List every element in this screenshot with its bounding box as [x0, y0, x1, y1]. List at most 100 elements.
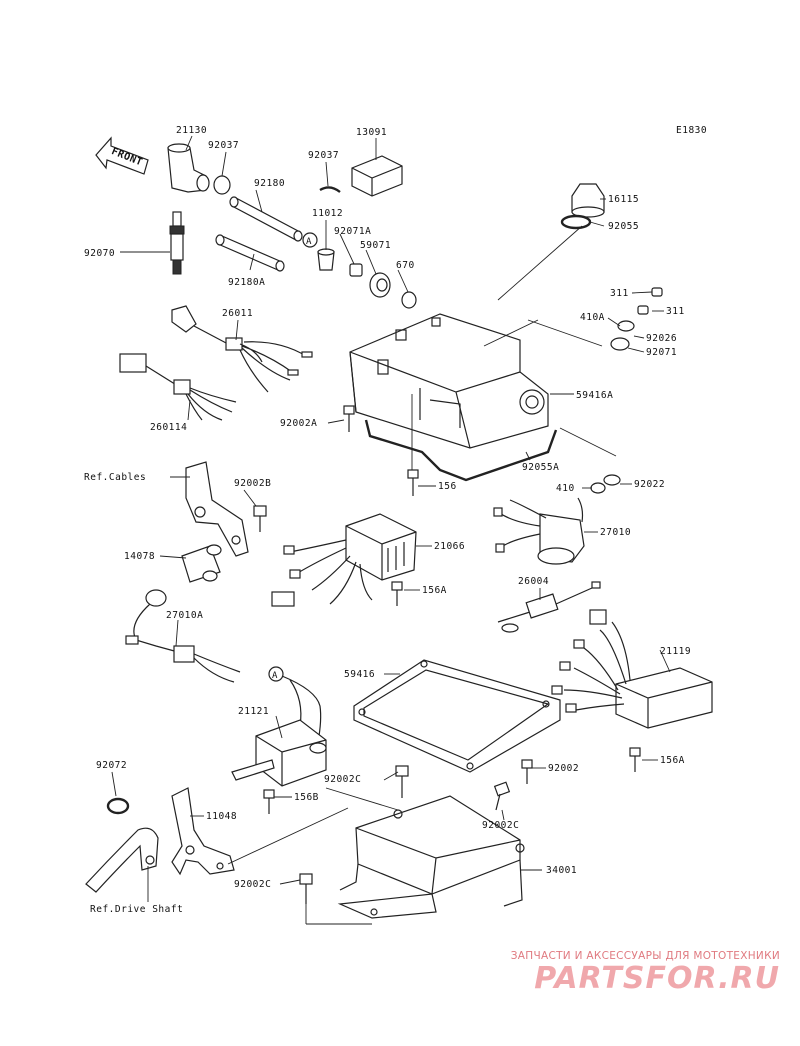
diagram-code: E1830	[676, 125, 707, 136]
grommet-part	[369, 272, 391, 298]
o-ring-670-part	[401, 291, 417, 309]
nut-92071a-part	[349, 263, 363, 277]
tube-part	[229, 196, 303, 242]
label-11048: 11048	[206, 811, 237, 822]
bolt-92002-part	[521, 759, 533, 784]
label-13091: 13091	[356, 127, 387, 138]
watermark: ЗАПЧАСТИ И АКСЕССУАРЫ ДЛЯ МОТОТЕХНИКИ PA…	[511, 950, 780, 996]
label-21119: 21119	[660, 646, 691, 657]
washer-410-part	[590, 482, 606, 494]
bolt-92002b-part	[253, 505, 267, 532]
label-92037: 92037	[308, 150, 339, 161]
fuse-part	[497, 581, 601, 633]
leader-lines	[111, 135, 671, 925]
bolt-156a-lower-part	[629, 747, 641, 772]
front-arrow-icon: FRONT	[95, 136, 149, 175]
label-27010a: 27010A	[166, 610, 203, 621]
label-92002c: 92002C	[482, 820, 519, 831]
label-92002c: 92002C	[234, 879, 271, 890]
label-59416: 59416	[344, 669, 375, 680]
harness-26011-part	[171, 305, 313, 393]
label-26011: 26011	[222, 308, 253, 319]
electric-box-part	[349, 313, 549, 449]
base-bracket-part	[337, 795, 525, 919]
label-156: 156	[438, 481, 457, 492]
cap-16115-part	[571, 183, 605, 218]
label-92055a: 92055A	[522, 462, 559, 473]
label-92002a: 92002A	[280, 418, 317, 429]
tube-a-part	[215, 234, 285, 272]
clip-part	[319, 186, 341, 193]
holder-part	[351, 155, 403, 197]
switch-27010a-part	[125, 589, 241, 683]
svg-text:A: A	[272, 671, 278, 681]
label-16115: 16115	[608, 194, 639, 205]
label-59071: 59071	[360, 240, 391, 251]
spark-plug-part	[169, 211, 185, 275]
igniter-box-part	[551, 609, 713, 729]
label-21130: 21130	[176, 125, 207, 136]
part-labels: 21130 92037 13091 92037 92180 11012 1611…	[84, 125, 691, 915]
label-156b: 156B	[294, 792, 319, 803]
clamp-ring-part	[213, 175, 231, 195]
bolt-92002c-mid-part	[493, 781, 511, 811]
label-311: 311	[610, 288, 629, 299]
label-311: 311	[666, 306, 685, 317]
label-11012: 11012	[312, 208, 343, 219]
label-92002b: 92002B	[234, 478, 271, 489]
harness-260114-part	[119, 353, 237, 421]
label-92070: 92070	[84, 248, 115, 259]
cap-nut-part	[317, 248, 335, 271]
o-ring-92055-part	[560, 214, 592, 230]
label-14078: 14078	[124, 551, 155, 562]
nut-311-part	[637, 305, 649, 315]
svg-text:A: A	[306, 237, 312, 247]
label-92022: 92022	[634, 479, 665, 490]
regulator-part	[271, 513, 417, 607]
watermark-tagline: ЗАПЧАСТИ И АКСЕССУАРЫ ДЛЯ МОТОТЕХНИКИ	[510, 950, 780, 962]
label-92180a: 92180A	[228, 277, 265, 288]
gasket-plate-part	[353, 659, 561, 773]
label-92002: 92002	[548, 763, 579, 774]
ignition-coil-part: A	[231, 666, 327, 787]
label-156a: 156A	[660, 755, 685, 766]
label-26004: 26004	[518, 576, 549, 587]
ref-cables-label: Ref.Cables	[84, 472, 146, 483]
screw-311-part	[651, 287, 663, 297]
label-92037: 92037	[208, 140, 239, 151]
bracket-14078-part	[181, 544, 222, 583]
label-410a: 410A	[580, 312, 605, 323]
label-92002c: 92002C	[324, 774, 361, 785]
starter-relay-part	[493, 497, 585, 565]
gasket-92055a-part	[364, 419, 558, 482]
label-92071: 92071	[646, 347, 677, 358]
bolt-92002c-upper-part	[395, 765, 409, 798]
label-670: 670	[396, 260, 415, 271]
watermark-brand: PARTSFOR.RU	[534, 961, 780, 996]
label-92026: 92026	[646, 333, 677, 344]
washer-410a-part	[617, 320, 635, 332]
ref-drive-shaft-part	[85, 827, 159, 893]
label-156a: 156A	[422, 585, 447, 596]
clamp-92072-part	[106, 797, 130, 815]
callout-a-upper: A	[302, 232, 318, 248]
label-260114: 260114	[150, 422, 187, 433]
label-21066: 21066	[434, 541, 465, 552]
bolt-92002a-part	[343, 405, 355, 432]
cable-bracket-part	[185, 461, 249, 557]
bolt-156a-upper-part	[391, 581, 403, 606]
label-410: 410	[556, 483, 575, 494]
label-34001: 34001	[546, 865, 577, 876]
bolt-156-part	[407, 469, 419, 496]
label-92071a: 92071A	[334, 226, 371, 237]
bolt-92002c-lower-part	[299, 873, 313, 904]
bolt-156b-part	[263, 789, 275, 814]
label-92055: 92055	[608, 221, 639, 232]
label-59416a: 59416A	[576, 390, 613, 401]
label-21121: 21121	[238, 706, 269, 717]
ref-drive-shaft-label: Ref.Drive Shaft	[90, 904, 183, 915]
plug-cap-part	[167, 143, 210, 193]
seal-92022-part	[603, 474, 621, 486]
label-92072: 92072	[96, 760, 127, 771]
